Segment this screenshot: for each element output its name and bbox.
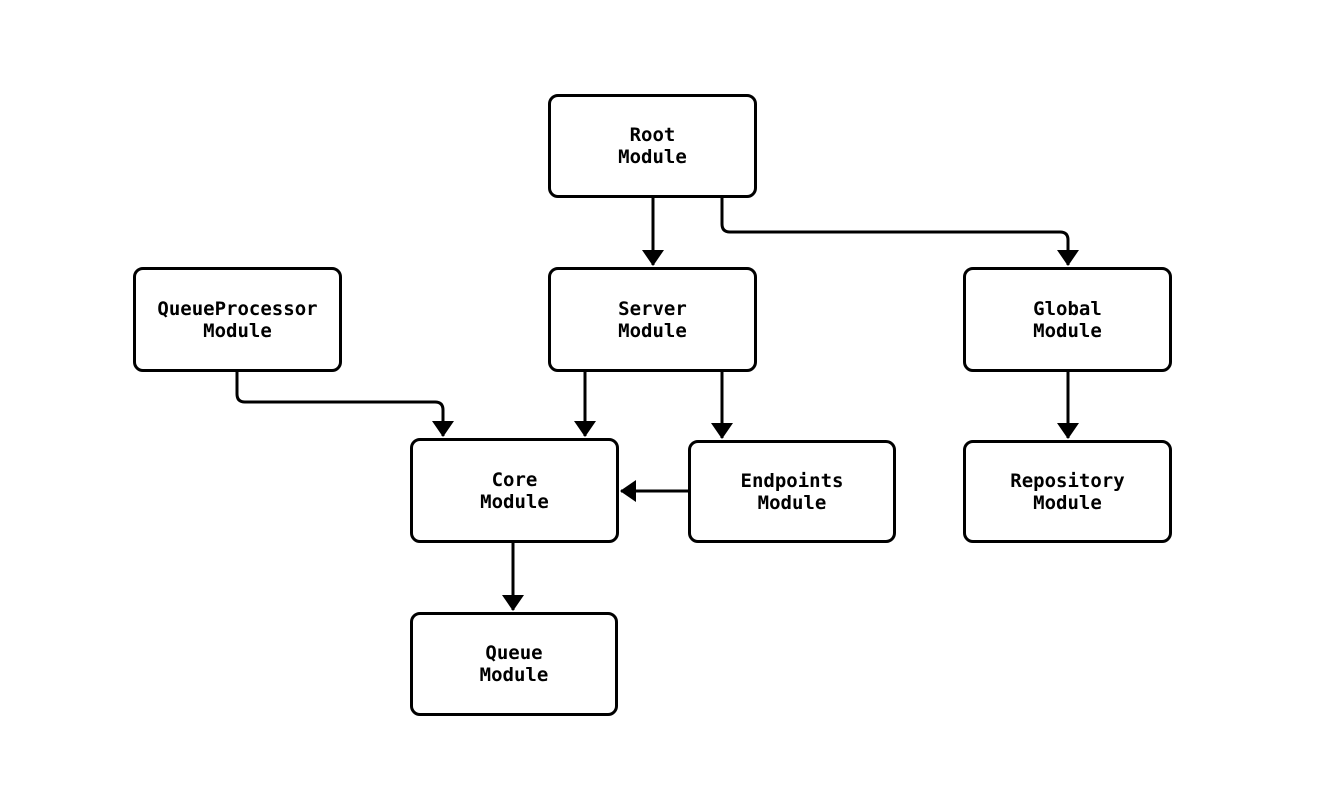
node-server-module: Server Module bbox=[548, 267, 757, 372]
node-queue-module: Queue Module bbox=[410, 612, 618, 716]
node-global-module: Global Module bbox=[963, 267, 1172, 372]
node-endpoints-module: Endpoints Module bbox=[688, 440, 896, 543]
node-repository-module: Repository Module bbox=[963, 440, 1172, 543]
node-core-module: Core Module bbox=[410, 438, 619, 543]
node-root-module: Root Module bbox=[548, 94, 757, 198]
node-queueprocessor-module: QueueProcessor Module bbox=[133, 267, 342, 372]
edge-queueprocessor-to-core bbox=[235, 372, 454, 437]
edge-root-to-global bbox=[720, 198, 1079, 266]
